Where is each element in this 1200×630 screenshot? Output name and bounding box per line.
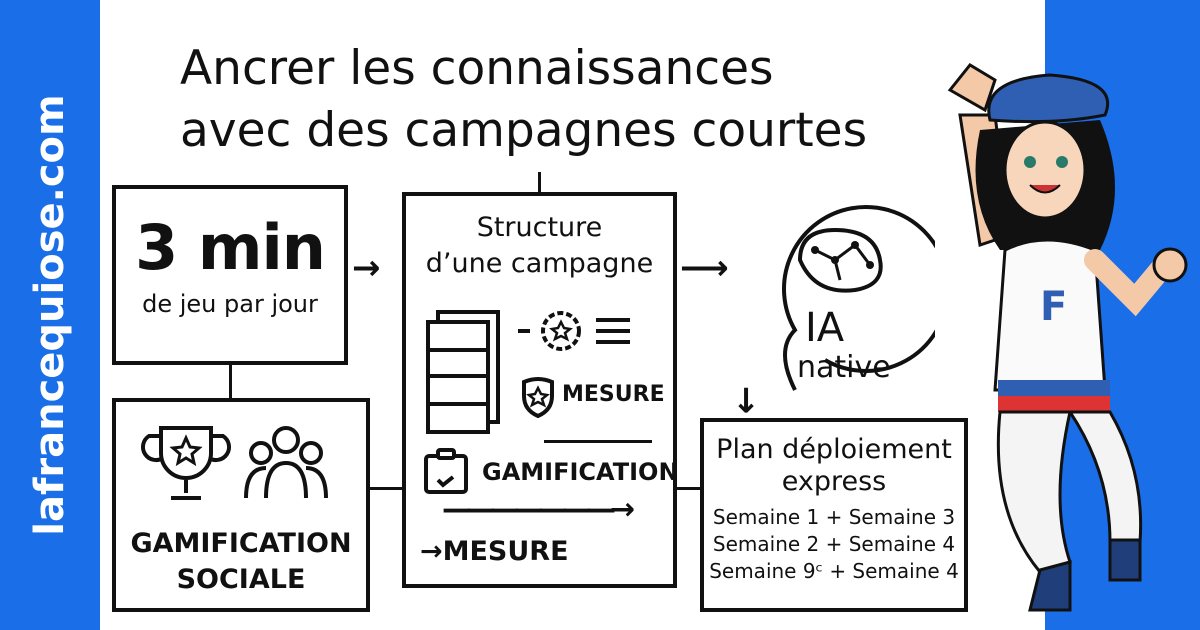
mesure-label-2: MESURE bbox=[442, 536, 569, 567]
ia-sublabel: native bbox=[797, 350, 891, 385]
time-value: 3 min bbox=[135, 211, 326, 284]
ia-label: IA bbox=[805, 305, 845, 351]
plan-title-2: express bbox=[781, 466, 887, 497]
plan-row: Semaine 1 + Semaine 3 bbox=[712, 505, 956, 529]
campaign-structure-box: Structure d’une campagne MESURE GAMIFICA… bbox=[402, 192, 679, 588]
title-line-2: avec des campagnes courtes bbox=[180, 103, 868, 158]
connector bbox=[370, 487, 404, 490]
mesure-row: →MESURE bbox=[420, 536, 569, 567]
title-line-1: Ancrer les connaissances bbox=[180, 41, 774, 96]
social-label-2: SOCIALE bbox=[176, 564, 306, 595]
arrow-right-icon: → bbox=[352, 248, 381, 288]
clipboard-check-icon bbox=[424, 448, 468, 494]
time-caption: de jeu par jour bbox=[142, 290, 318, 318]
mascot-illustration: F bbox=[947, 63, 1188, 612]
divider bbox=[544, 440, 652, 443]
shield-star-icon bbox=[522, 377, 554, 419]
deployment-plan-box: Plan déploiement express Semaine 1 + Sem… bbox=[700, 418, 968, 612]
trophy-and-group-icon bbox=[141, 426, 328, 500]
plan-title-1: Plan déploiement bbox=[716, 434, 952, 465]
badge-list-icon bbox=[518, 311, 630, 351]
connector bbox=[229, 365, 232, 400]
brand-url: lafrancequiose.com bbox=[27, 94, 73, 536]
social-label-1: GAMIFICATION bbox=[130, 528, 352, 559]
plan-row: Semaine 9ᶜ + Semaine 4 bbox=[709, 559, 959, 583]
connector bbox=[677, 487, 702, 490]
svg-text:F: F bbox=[1040, 284, 1067, 330]
plan-row: Semaine 2 + Semaine 4 bbox=[712, 532, 956, 556]
connector bbox=[538, 172, 541, 194]
ai-brain-icon bbox=[782, 204, 935, 391]
social-gamification-box: GAMIFICATION SOCIALE bbox=[112, 398, 370, 612]
gamification-label: GAMIFICATION bbox=[482, 458, 679, 486]
page-title: Ancrer les connaissances avec des campag… bbox=[180, 38, 867, 162]
time-box: 3 min de jeu par jour bbox=[112, 185, 348, 365]
card-stack-icon bbox=[426, 310, 500, 434]
arrow-right-icon: ⟶ bbox=[680, 248, 729, 288]
structure-title-2: d’une campagne bbox=[425, 248, 654, 279]
structure-title-1: Structure bbox=[476, 212, 603, 243]
arrow-right-icon: ———————→ bbox=[442, 492, 635, 527]
left-brand-band bbox=[0, 0, 100, 630]
mesure-label-1: MESURE bbox=[562, 382, 665, 407]
